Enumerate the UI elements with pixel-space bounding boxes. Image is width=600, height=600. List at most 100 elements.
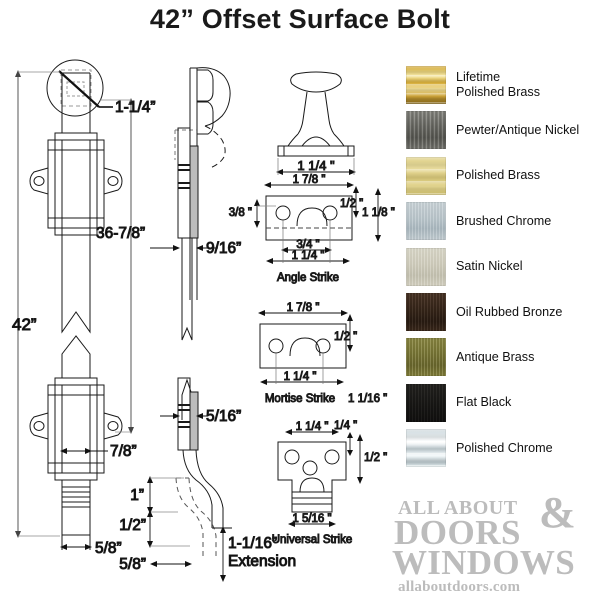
lower-bracket-right-ear bbox=[103, 412, 123, 440]
bolt-tip-upper bbox=[61, 335, 91, 378]
technical-drawing: 42” 36-7/8” 1-1/4” 7/8” 5/8” bbox=[12, 59, 395, 582]
finish-swatch[interactable] bbox=[406, 338, 446, 377]
side-bracket-shade bbox=[189, 145, 199, 239]
dim-extension-value: 1-1/16” bbox=[228, 535, 277, 552]
dim-mortise-width: 1 7/8 " bbox=[287, 302, 320, 314]
mortise-strike-caption: Mortise Strike bbox=[265, 393, 335, 405]
universal-strike-hole-left bbox=[284, 449, 300, 465]
finish-label: Polished Chrome bbox=[456, 440, 553, 455]
dim-extension-label: Extension bbox=[228, 553, 296, 570]
finish-option[interactable]: Lifetime Polished Brass bbox=[406, 66, 600, 104]
knob-profile-stem-lower bbox=[197, 101, 214, 135]
universal-strike-ribs bbox=[291, 491, 333, 513]
mortise-strike-slot bbox=[289, 337, 321, 357]
knob-neck-left bbox=[297, 91, 308, 135]
knob-base-plate bbox=[277, 145, 355, 157]
universal-strike-hole-center bbox=[302, 460, 318, 476]
finish-swatch[interactable] bbox=[406, 429, 446, 468]
finish-label: Pewter/Antique Nickel bbox=[456, 122, 580, 137]
offset-curve-inner bbox=[195, 449, 224, 528]
upper-bracket-left-ear bbox=[29, 167, 49, 195]
finish-options-list: Lifetime Polished Brass Pewter/Antique N… bbox=[406, 66, 600, 475]
dim-bolt-width: 5/8” bbox=[95, 540, 122, 557]
logo-ampersand: & bbox=[539, 488, 576, 537]
finish-label: Brushed Chrome bbox=[456, 213, 552, 228]
dim-offset-depth: 5/16” bbox=[206, 408, 241, 425]
offset-curve-outer bbox=[182, 449, 213, 528]
universal-strike-hole-right bbox=[324, 449, 340, 465]
angle-strike-slot bbox=[296, 207, 328, 227]
angle-strike-body bbox=[265, 195, 353, 241]
dim-universal-edge-top: 1/4 " bbox=[334, 420, 357, 432]
finish-option[interactable]: Flat Black bbox=[406, 383, 600, 422]
finish-option[interactable]: Polished Chrome bbox=[406, 429, 600, 468]
upper-bracket-plate bbox=[54, 132, 98, 236]
detail-circle bbox=[46, 59, 104, 117]
finish-option[interactable]: Satin Nickel bbox=[406, 247, 600, 286]
logo-line-doors: DOORS bbox=[394, 513, 521, 552]
dim-knob-base-width: 1 1/4 " bbox=[297, 158, 335, 173]
logo-website-url: allaboutdoors.com bbox=[398, 579, 521, 595]
dim-offset-base: 5/8” bbox=[119, 556, 146, 573]
page-title: 42” Offset Surface Bolt bbox=[149, 4, 451, 34]
finish-label: Antique Brass bbox=[456, 349, 535, 364]
dim-side-plate-depth: 9/16” bbox=[206, 240, 241, 257]
universal-strike-caption: Universal Strike bbox=[272, 534, 353, 546]
knob-profile-outer bbox=[196, 67, 231, 127]
dim-angle-strike-height: 1 1/8 " bbox=[362, 207, 395, 219]
lower-bracket-body bbox=[47, 384, 105, 474]
break-symbol-side bbox=[181, 322, 193, 341]
dim-offset-half: 1/2” bbox=[119, 517, 146, 534]
mortise-strike-body bbox=[259, 323, 347, 369]
finish-swatch[interactable] bbox=[406, 66, 446, 104]
detail-leader-line bbox=[58, 70, 100, 108]
angle-strike-caption: Angle Strike bbox=[277, 272, 339, 284]
finish-swatch[interactable] bbox=[406, 383, 446, 422]
universal-strike-body bbox=[277, 441, 347, 493]
finish-label: Flat Black bbox=[456, 395, 512, 410]
angle-strike-hole-left bbox=[275, 205, 291, 221]
finish-label: Polished Brass bbox=[456, 168, 540, 183]
finish-option[interactable]: Brushed Chrome bbox=[406, 202, 600, 241]
finish-option[interactable]: Polished Brass bbox=[406, 156, 600, 195]
angle-strike-hole-right bbox=[322, 205, 338, 221]
knob-top-cap bbox=[290, 71, 342, 93]
upper-bracket-body bbox=[47, 139, 105, 229]
dim-angle-strike-edge: 1/2 " bbox=[340, 198, 363, 210]
dim-universal-width: 1 5/16 " bbox=[292, 513, 331, 525]
dim-angle-strike-inner: 3/4 " bbox=[296, 239, 319, 251]
dim-angle-strike-holes: 1 1/4 " bbox=[292, 250, 325, 262]
finish-swatch[interactable] bbox=[406, 202, 446, 241]
logo-line-all-about: ALL ABOUT bbox=[398, 497, 518, 519]
finish-label: Satin Nickel bbox=[456, 259, 523, 274]
detail-hidden-rect bbox=[60, 69, 92, 107]
dim-angle-strike-inset: 3/8 " bbox=[229, 207, 252, 219]
dim-detail-callout: 1-1/4” bbox=[115, 99, 156, 116]
universal-strike-slot bbox=[299, 477, 325, 493]
dim-mortise-holes: 1 1/4 " bbox=[284, 371, 317, 383]
logo-line-windows: WINDOWS bbox=[392, 543, 575, 582]
finish-swatch[interactable] bbox=[406, 156, 446, 195]
dim-plate-width: 7/8” bbox=[110, 443, 137, 460]
break-symbol-upper bbox=[61, 300, 91, 334]
finish-label: Lifetime Polished Brass bbox=[456, 70, 540, 99]
dim-mortise-edge: 1/2 " bbox=[334, 331, 357, 343]
finish-option[interactable]: Pewter/Antique Nickel bbox=[406, 111, 600, 150]
upper-bracket-right-ear bbox=[103, 167, 123, 195]
finish-swatch[interactable] bbox=[406, 247, 446, 286]
dim-mortise-height: 1 1/16 " bbox=[348, 393, 387, 405]
finish-swatch[interactable] bbox=[406, 292, 446, 331]
mortise-strike-hole-left bbox=[268, 338, 284, 354]
dim-throw-to-strike: 36-7/8” bbox=[96, 225, 145, 242]
finish-option[interactable]: Oil Rubbed Bronze bbox=[406, 292, 600, 331]
lower-bracket-left-ear bbox=[29, 412, 49, 440]
dim-angle-strike-width: 1 7/8 " bbox=[293, 174, 326, 186]
finish-option[interactable]: Antique Brass bbox=[406, 338, 600, 377]
knob-neck-right bbox=[324, 91, 335, 135]
dim-universal-holes: 1 1/4 " bbox=[296, 421, 329, 433]
company-logo: ALL ABOUT & DOORS WINDOWS allaboutdoors.… bbox=[392, 491, 597, 596]
finish-swatch[interactable] bbox=[406, 111, 446, 150]
offset-curve-phantom bbox=[175, 477, 204, 556]
dim-overall-length: 42” bbox=[12, 315, 37, 334]
dim-universal-edge: 1/2 " bbox=[364, 452, 387, 464]
